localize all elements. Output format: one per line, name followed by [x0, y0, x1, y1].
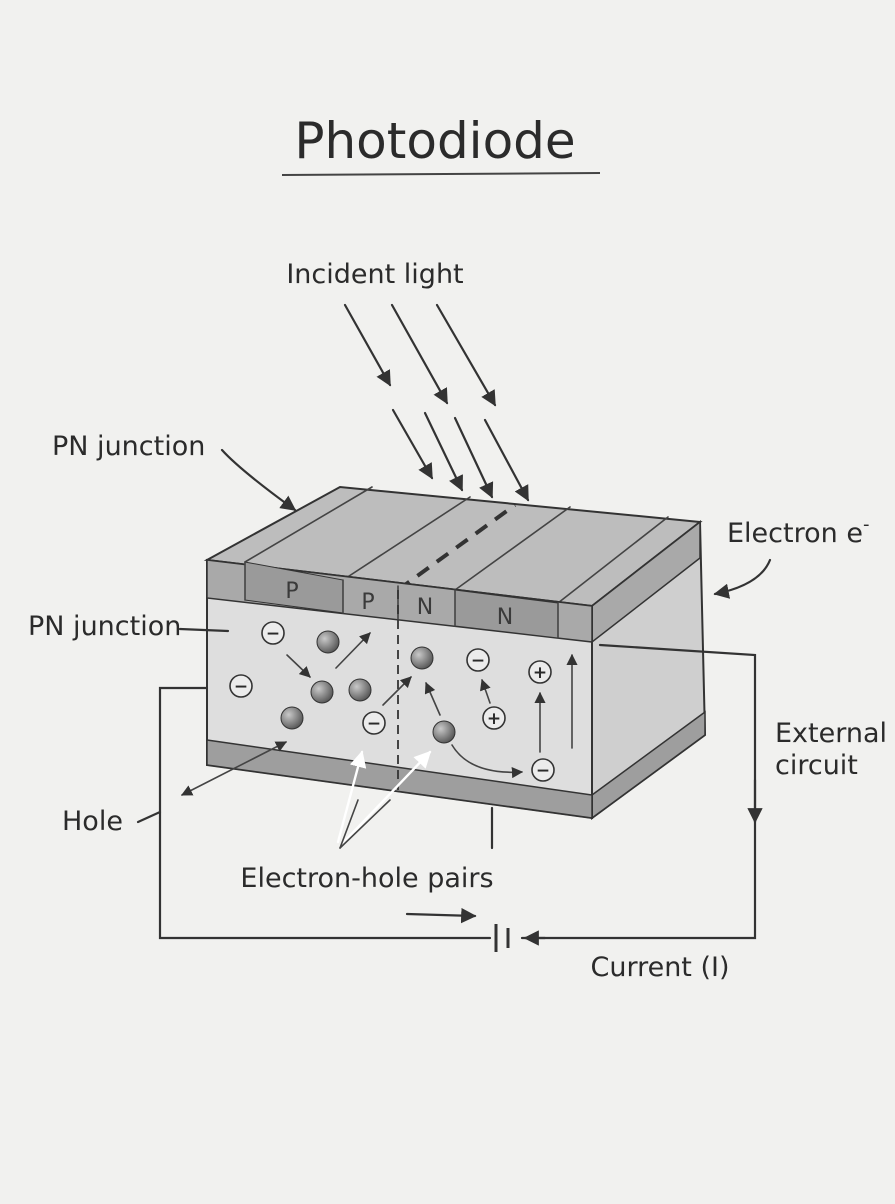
- external-circuit-label-line2: circuit: [775, 750, 858, 781]
- light-ray-arrow: [423, 411, 464, 492]
- current-label: Current (I): [590, 952, 729, 983]
- positive-charge: +: [528, 660, 552, 684]
- electron-leader: [713, 558, 772, 599]
- positive-charge: +: [482, 706, 506, 730]
- top-divider: [557, 516, 669, 604]
- negative-charge: −: [229, 674, 253, 698]
- current-direction-arrow: [405, 907, 477, 924]
- svg-text:−: −: [471, 651, 485, 671]
- light-ray-arrow: [483, 418, 530, 502]
- top-divider: [454, 506, 571, 591]
- pair-pointer-lines: [336, 750, 432, 846]
- incident-light-label: Incident light: [286, 259, 463, 290]
- title: Photodiode: [294, 112, 575, 170]
- carrier-particle: [410, 646, 434, 670]
- region-label-p: P: [285, 579, 298, 604]
- electron-label-text: Electron e: [727, 518, 863, 549]
- electron-label-sup: -: [863, 514, 870, 535]
- top-divider: [244, 486, 373, 563]
- external-circuit-label-line1: External: [775, 718, 887, 749]
- electron-hole-pairs-label: Electron-hole pairs: [240, 863, 493, 894]
- svg-text:+: +: [533, 663, 547, 683]
- carriers: [280, 630, 456, 744]
- svg-text:−: −: [266, 624, 280, 644]
- carrier-particle: [310, 680, 334, 704]
- hole-leader: [136, 810, 162, 824]
- negative-charge: −: [531, 758, 555, 782]
- pn-junction-top-label: PN junction: [52, 431, 205, 462]
- carrier-particle: [280, 706, 304, 730]
- hole-label: Hole: [62, 806, 123, 837]
- charge-signs: − − − − + + −: [229, 621, 555, 782]
- region-label-n: N: [497, 605, 513, 630]
- junction-dashed-top: [396, 503, 517, 592]
- light-ray-arrow: [391, 408, 434, 480]
- pn-junction-side-label: PN junction: [28, 611, 181, 642]
- pn-junction-top-leader: [220, 448, 297, 512]
- svg-text:+: +: [487, 709, 501, 729]
- svg-text:−: −: [367, 714, 381, 734]
- region-label-n: N: [417, 595, 433, 620]
- negative-charge: −: [466, 648, 490, 672]
- carrier-particle: [348, 678, 372, 702]
- light-ray-arrow: [390, 303, 449, 405]
- light-ray-arrow: [453, 416, 494, 499]
- top-divider: [342, 496, 471, 581]
- svg-text:−: −: [234, 677, 248, 697]
- light-ray-arrow: [435, 303, 497, 407]
- light-ray-arrow: [343, 303, 392, 387]
- carrier-particle: [432, 720, 456, 744]
- title-underline: [281, 172, 601, 176]
- carrier-particle: [316, 630, 340, 654]
- incident-light-rays: [343, 303, 530, 502]
- pn-junction-side-leader: [178, 627, 230, 633]
- electron-label: Electron e-: [727, 514, 869, 549]
- region-label-p: P: [361, 590, 374, 615]
- pair-pointer-dark: [339, 799, 391, 849]
- negative-charge: −: [261, 621, 285, 645]
- negative-charge: −: [362, 711, 386, 735]
- carrier-motion-arrows: [181, 632, 578, 796]
- svg-text:−: −: [536, 761, 550, 781]
